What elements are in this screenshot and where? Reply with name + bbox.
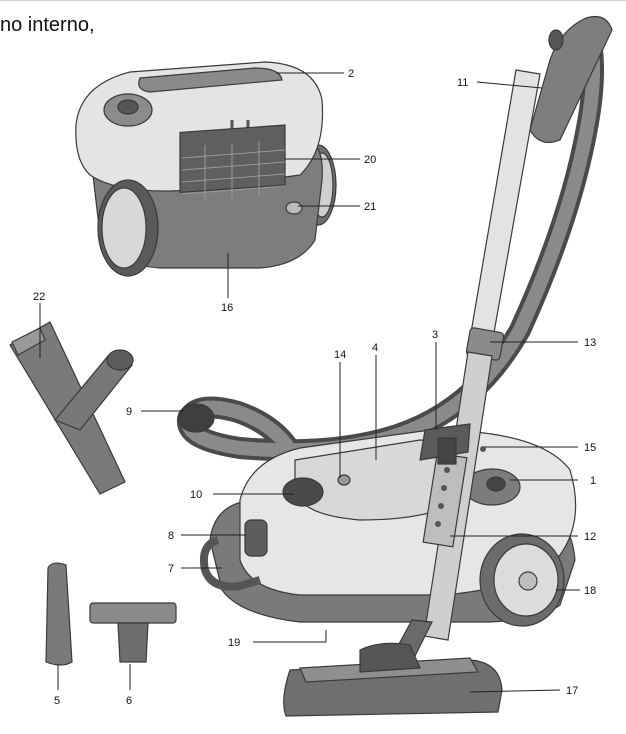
callout-10: 10 xyxy=(190,489,202,501)
rear-grille xyxy=(179,124,286,200)
floor-nozzle-22 xyxy=(9,321,134,495)
callout-19: 19 xyxy=(228,637,240,649)
callout-16: 16 xyxy=(221,302,233,314)
callout-18: 18 xyxy=(584,585,596,597)
vacuum-rear-view xyxy=(75,61,337,277)
callout-3: 3 xyxy=(432,329,438,341)
callout-15: 15 xyxy=(584,442,596,454)
callout-11: 11 xyxy=(457,77,468,89)
callout-17: 17 xyxy=(566,685,578,697)
vacuum-main-body xyxy=(199,429,577,627)
callout-5: 5 xyxy=(54,695,60,707)
upholstery-tool-6 xyxy=(89,602,177,663)
callout-6: 6 xyxy=(126,695,132,707)
crevice-tool-5 xyxy=(45,562,73,666)
callout-8: 8 xyxy=(168,530,174,542)
callout-22: 22 xyxy=(33,291,45,303)
leader-lines xyxy=(39,72,580,693)
callout-14: 14 xyxy=(334,349,346,361)
callout-numbers: 2 20 21 16 11 22 9 10 8 7 14 4 3 13 15 1… xyxy=(33,68,596,707)
main-floor-head-17 xyxy=(283,642,503,717)
callout-20: 20 xyxy=(364,154,376,166)
callout-9: 9 xyxy=(126,406,132,418)
callout-2: 2 xyxy=(348,68,354,80)
callout-1: 1 xyxy=(590,475,596,487)
top-rule xyxy=(0,0,626,1)
callout-7: 7 xyxy=(168,563,174,575)
callout-4: 4 xyxy=(372,342,378,354)
callout-21: 21 xyxy=(364,201,376,213)
callout-12: 12 xyxy=(584,531,596,543)
heading-text: no interno, xyxy=(0,14,95,36)
callout-13: 13 xyxy=(584,337,596,349)
